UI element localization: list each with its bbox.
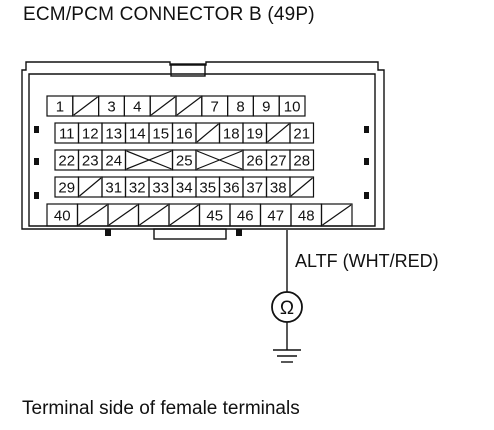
terminal-11: 11 — [54, 122, 80, 144]
terminal-label: 16 — [176, 126, 193, 143]
terminal-21: 21 — [289, 122, 315, 144]
terminal-38: 38 — [265, 176, 291, 198]
terminal-25: 25 — [171, 149, 197, 171]
terminal-label: 12 — [82, 126, 99, 143]
terminal-label: 13 — [105, 126, 122, 143]
terminal-12: 12 — [77, 122, 103, 144]
terminal-label: 8 — [236, 99, 244, 116]
terminal-14: 14 — [124, 122, 150, 144]
terminal-46: 46 — [229, 203, 262, 227]
terminal-4: 4 — [123, 95, 151, 117]
view-caption: Terminal side of female terminals — [22, 398, 300, 419]
terminal-18: 18 — [218, 122, 244, 144]
empty-cavity — [265, 122, 291, 144]
empty-cavity — [149, 95, 177, 117]
terminal-label: 4 — [133, 99, 141, 116]
empty-cavity — [76, 203, 109, 227]
terminal-label: 38 — [270, 180, 287, 197]
terminal-label: 24 — [105, 153, 122, 170]
terminal-13: 13 — [101, 122, 127, 144]
terminal-label: 19 — [246, 126, 263, 143]
terminal-label: 37 — [246, 180, 263, 197]
terminal-8: 8 — [227, 95, 255, 117]
terminal-27: 27 — [265, 149, 291, 171]
terminal-29: 29 — [54, 176, 80, 198]
terminal-7: 7 — [201, 95, 229, 117]
terminal-40: 40 — [46, 203, 79, 227]
terminal-label: 18 — [223, 126, 240, 143]
terminal-label: 1 — [56, 99, 64, 116]
terminal-label: 14 — [129, 126, 146, 143]
terminal-32: 32 — [124, 176, 150, 198]
ground-icon — [273, 349, 301, 363]
blocked-cavity — [124, 149, 174, 171]
terminal-label: 22 — [58, 153, 75, 170]
ohm-symbol: Ω — [280, 298, 294, 319]
terminal-35: 35 — [195, 176, 221, 198]
empty-cavity — [137, 203, 170, 227]
wire-label: ALTF (WHT/RED) — [295, 251, 439, 271]
terminal-label: 3 — [107, 99, 115, 116]
terminal-33: 33 — [148, 176, 174, 198]
empty-cavity — [72, 95, 100, 117]
terminal-label: 35 — [199, 180, 216, 197]
terminal-28: 28 — [289, 149, 315, 171]
empty-cavity — [77, 176, 103, 198]
terminal-19: 19 — [242, 122, 268, 144]
terminal-label: 31 — [105, 180, 122, 197]
terminal-label: 9 — [262, 99, 270, 116]
terminal-23: 23 — [77, 149, 103, 171]
terminal-48: 48 — [290, 203, 323, 227]
terminal-label: 15 — [152, 126, 169, 143]
terminal-label: 28 — [293, 153, 310, 170]
terminal-9: 9 — [252, 95, 280, 117]
terminal-label: 25 — [176, 153, 193, 170]
empty-cavity — [320, 203, 353, 227]
terminal-31: 31 — [101, 176, 127, 198]
terminal-label: 45 — [206, 208, 223, 225]
terminal-label: 23 — [82, 153, 99, 170]
terminal-24: 24 — [101, 149, 127, 171]
test-circuit — [271, 230, 303, 363]
terminal-45: 45 — [198, 203, 231, 227]
terminal-label: 36 — [223, 180, 240, 197]
connector-latches — [34, 126, 369, 236]
terminal-label: 47 — [267, 208, 284, 225]
empty-cavity — [107, 203, 140, 227]
terminal-label: 27 — [270, 153, 287, 170]
connector-housing — [21, 61, 385, 240]
terminal-34: 34 — [171, 176, 197, 198]
terminal-26: 26 — [242, 149, 268, 171]
terminal-15: 15 — [148, 122, 174, 144]
terminal-label: 33 — [152, 180, 169, 197]
terminal-16: 16 — [171, 122, 197, 144]
terminal-label: 7 — [211, 99, 219, 116]
empty-cavity — [289, 176, 315, 198]
blocked-cavity — [195, 149, 244, 171]
terminal-3: 3 — [97, 95, 125, 117]
empty-cavity — [195, 122, 221, 144]
terminal-label: 10 — [284, 99, 301, 116]
terminal-label: 34 — [176, 180, 193, 197]
terminal-36: 36 — [218, 176, 244, 198]
terminal-label: 48 — [298, 208, 315, 225]
empty-cavity — [175, 95, 203, 117]
terminal-37: 37 — [242, 176, 268, 198]
terminal-label: 26 — [246, 153, 263, 170]
terminal-10: 10 — [278, 95, 306, 117]
terminal-label: 11 — [59, 126, 75, 143]
terminal-label: 32 — [129, 180, 146, 197]
terminal-47: 47 — [259, 203, 292, 227]
terminal-label: 46 — [237, 208, 254, 225]
terminal-label: 21 — [293, 126, 310, 143]
terminal-1: 1 — [46, 95, 74, 117]
empty-cavity — [168, 203, 201, 227]
terminal-22: 22 — [54, 149, 80, 171]
terminal-label: 40 — [54, 208, 71, 225]
terminal-label: 29 — [58, 180, 75, 197]
connector-title: ECM/PCM CONNECTOR B (49P) — [23, 4, 315, 25]
